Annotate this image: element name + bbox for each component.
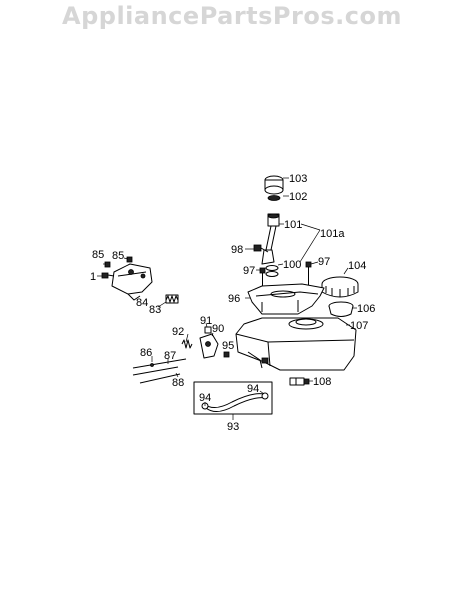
tank-cap-104-part[interactable] [321, 276, 359, 298]
rod-88-part[interactable] [139, 373, 181, 384]
spring-83-part[interactable] [165, 294, 179, 304]
label-84: 84 [136, 297, 148, 309]
label-83: 83 [149, 304, 161, 316]
bolt-97-right-part[interactable] [305, 261, 312, 286]
label-97-right: 97 [318, 256, 330, 268]
label-87: 87 [164, 350, 176, 362]
filler-tube-part[interactable] [261, 213, 280, 265]
label-95: 95 [222, 340, 234, 352]
label-93: 93 [227, 421, 239, 433]
label-1: 1 [90, 271, 96, 283]
fuel-cap-part[interactable] [264, 175, 284, 201]
label-96: 96 [228, 293, 240, 305]
fuel-valve-108-part[interactable] [289, 377, 310, 386]
label-103: 103 [289, 173, 307, 185]
label-94-right: 94 [247, 383, 259, 395]
strainer-106-part[interactable] [328, 301, 354, 317]
label-94-left: 94 [199, 392, 211, 404]
label-106: 106 [357, 303, 375, 315]
spacer-91-part[interactable] [204, 326, 212, 334]
screw-85-left-part[interactable] [104, 261, 111, 268]
control-bracket-84-part[interactable] [111, 263, 153, 301]
spring-92-part[interactable] [181, 339, 193, 349]
fuel-tank-107-part[interactable] [235, 317, 357, 371]
label-102: 102 [289, 191, 307, 203]
label-100: 100 [283, 259, 301, 271]
rod-86-part[interactable] [132, 358, 187, 369]
label-92: 92 [172, 326, 184, 338]
rod-87-part[interactable] [132, 366, 179, 376]
tank-cover-96-part[interactable] [247, 283, 325, 315]
label-90: 90 [212, 323, 224, 335]
screw-95-part[interactable] [223, 351, 230, 358]
label-85-right: 85 [112, 250, 124, 262]
screw-85-right-part[interactable] [126, 256, 133, 263]
label-86: 86 [140, 347, 152, 359]
label-101: 101 [284, 219, 302, 231]
label-101a: 101a [320, 228, 345, 240]
watermark-text: AppliancePartsPros.com [62, 2, 402, 30]
label-88: 88 [172, 377, 184, 389]
leader-lines [97, 177, 357, 420]
label-104: 104 [348, 260, 366, 272]
label-108: 108 [313, 376, 331, 388]
label-107: 107 [350, 320, 368, 332]
screw-1-part[interactable] [101, 272, 115, 279]
lever-90-part[interactable] [199, 333, 219, 359]
label-97-left: 97 [243, 265, 255, 277]
bolt-98-part[interactable] [253, 244, 269, 253]
label-91: 91 [200, 315, 212, 327]
label-85-left: 85 [92, 249, 104, 261]
washer-part[interactable] [265, 265, 279, 277]
label-98: 98 [231, 244, 243, 256]
